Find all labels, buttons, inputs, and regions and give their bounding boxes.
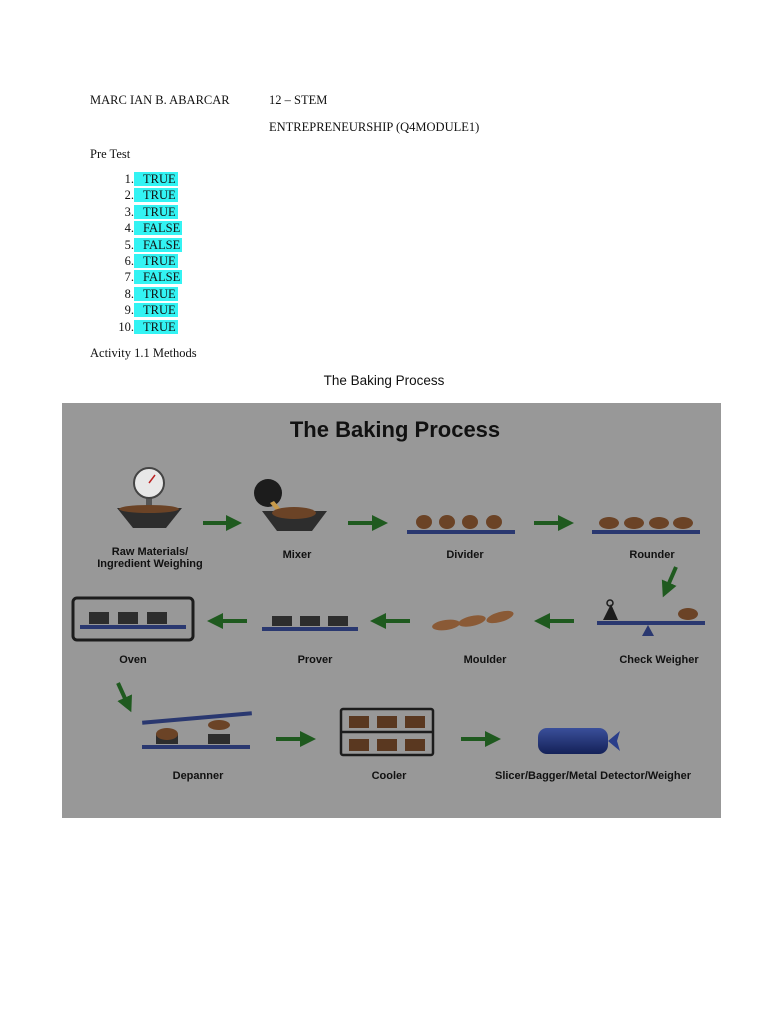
step-label-depanner: Depanner — [173, 770, 224, 782]
answer-number: 8. — [124, 286, 134, 301]
rounder-icon — [592, 517, 700, 534]
scale-bowl-icon — [117, 467, 182, 528]
divider-icon — [407, 515, 515, 534]
answer-number: 6. — [124, 253, 134, 268]
answer-number: 5. — [124, 237, 134, 252]
step-label-slicer: Slicer/Bagger/Metal Detector/Weigher — [495, 770, 692, 782]
pretest-answer-item: 10.TRUE — [112, 319, 182, 335]
answer-number: 1. — [124, 172, 134, 186]
step-label-divider: Divider — [446, 549, 484, 561]
baking-process-diagram: The Baking Process Raw Materials/ Ingred… — [71, 417, 705, 782]
step-label-oven: Oven — [119, 654, 147, 666]
answer-number: 2. — [124, 188, 134, 203]
subject-title: ENTREPRENEURSHIP (Q4MODULE1) — [269, 120, 480, 134]
grade-section: 12 – STEM — [269, 93, 328, 107]
pretest-answer-item: 1.TRUE — [112, 171, 182, 187]
arrow-down-icon — [116, 682, 132, 713]
figure-title: The Baking Process — [290, 417, 500, 442]
pretest-answer-item: 3.TRUE — [112, 204, 182, 220]
step-label-moulder: Moulder — [464, 654, 507, 666]
answer-value: TRUE — [134, 286, 178, 301]
pretest-answer-item: 6.TRUE — [112, 253, 182, 269]
pretest-answer-item: 9.TRUE — [112, 302, 182, 318]
baking-process-figure: The Baking Process Raw Materials/ Ingred… — [62, 403, 721, 818]
answer-value: TRUE — [134, 253, 178, 268]
answer-number: 10. — [118, 319, 134, 334]
answer-value: TRUE — [134, 303, 178, 318]
step-label-raw-materials-2: Ingredient Weighing — [97, 558, 203, 570]
answer-value: FALSE — [134, 221, 183, 236]
check-weigher-icon — [597, 599, 705, 636]
pretest-answer-item: 7.FALSE — [112, 269, 183, 285]
oven-icon — [71, 596, 195, 642]
mixer-icon — [254, 479, 327, 531]
bagged-bread-icon — [538, 728, 620, 754]
pretest-answer-item: 8.TRUE — [112, 286, 182, 302]
answer-number: 7. — [124, 270, 134, 285]
step-label-raw-materials-1: Raw Materials/ — [112, 546, 188, 558]
step-label-cooler: Cooler — [372, 770, 408, 782]
moulder-icon — [432, 610, 514, 631]
step-label-check-weigher: Check Weigher — [619, 654, 699, 666]
step-label-prover: Prover — [298, 654, 334, 666]
pretest-answer-item: 2.TRUE — [112, 187, 182, 203]
answer-value: FALSE — [134, 270, 183, 285]
answer-value: TRUE — [134, 204, 178, 219]
pretest-title: Pre Test — [90, 147, 131, 161]
answer-number: 3. — [124, 204, 134, 219]
answer-value: TRUE — [134, 172, 178, 186]
pretest-answer-item: 4.FALSE — [112, 220, 183, 236]
activity-label: Activity 1.1 Methods — [90, 346, 197, 360]
step-label-mixer: Mixer — [283, 549, 312, 561]
depanner-icon — [142, 711, 252, 749]
cooler-icon — [339, 707, 435, 757]
answer-number: 4. — [124, 221, 134, 236]
step-label-rounder: Rounder — [629, 549, 675, 561]
arrow-down-icon — [661, 566, 678, 598]
student-name: MARC IAN B. ABARCAR — [90, 93, 230, 107]
prover-icon — [262, 616, 358, 631]
answer-value: FALSE — [134, 237, 183, 252]
answer-number: 9. — [124, 303, 134, 318]
answer-value: TRUE — [134, 188, 178, 203]
figure-caption: The Baking Process — [323, 373, 445, 388]
pretest-answer-item: 5.FALSE — [112, 237, 183, 253]
answer-value: TRUE — [134, 319, 178, 334]
